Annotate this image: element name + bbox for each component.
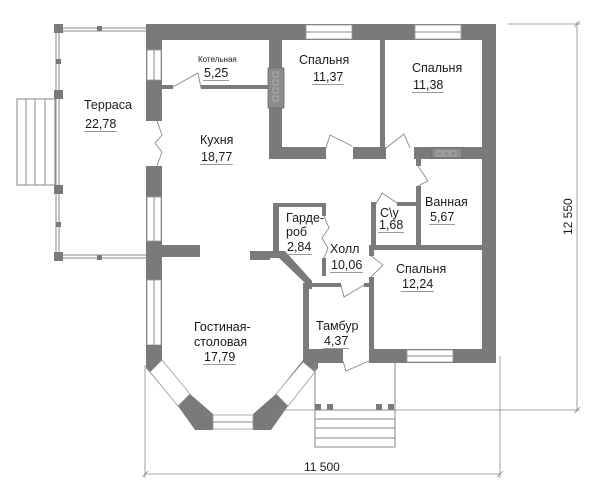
room-name-bedroom-1: Спальня [299, 53, 350, 67]
room-name-bedroom-2: Спальня [412, 61, 463, 75]
room-name-living-line1: Гостиная- [194, 320, 251, 334]
room-area-bedroom-3: 12,24 [401, 277, 435, 292]
terrace-outline [54, 24, 147, 261]
room-name-wardrobe-line2: роб [286, 225, 308, 239]
terrace-steps [16, 98, 56, 186]
room-name-hall: Холл [330, 242, 360, 256]
doors [172, 72, 429, 372]
room-name-wardrobe-line1: Гарде- [286, 211, 325, 225]
room-area-boiler: 5,25 [203, 66, 230, 81]
bay-window-walls [146, 345, 318, 430]
room-name-boiler: Котельная [198, 55, 237, 64]
dimension-width: 11 500 [304, 460, 340, 474]
room-area-wardrobe: 2,84 [286, 240, 313, 255]
entrance-porch [314, 363, 396, 448]
room-name-bedroom-3: Спальня [396, 262, 447, 276]
room-area-bathroom: 5,67 [429, 210, 456, 225]
room-area-hall: 10,06 [330, 258, 364, 273]
interior-walls [162, 40, 484, 355]
room-name-living-line2: столовая [194, 335, 248, 349]
room-area-living: 17,79 [203, 350, 237, 365]
room-area-wc: 1,68 [378, 218, 405, 233]
terrace-door [146, 120, 163, 167]
room-name-kitchen: Кухня [200, 133, 234, 147]
room-name-bathroom: Ванная [425, 195, 468, 209]
room-area-terrace: 22,78 [84, 117, 118, 132]
dimension-lines [141, 20, 581, 478]
room-area-vestibule: 4,37 [323, 334, 350, 349]
room-area-bedroom-2: 11,38 [412, 78, 445, 93]
room-name-terrace: Терраса [84, 98, 132, 112]
room-area-bedroom-1: 11,37 [312, 70, 345, 85]
dimension-height: 12 550 [561, 198, 575, 235]
windows [146, 24, 462, 363]
room-name-wc: С\у [380, 206, 399, 220]
room-name-vestibule: Тамбур [316, 319, 359, 333]
room-area-kitchen: 18,77 [200, 150, 234, 165]
